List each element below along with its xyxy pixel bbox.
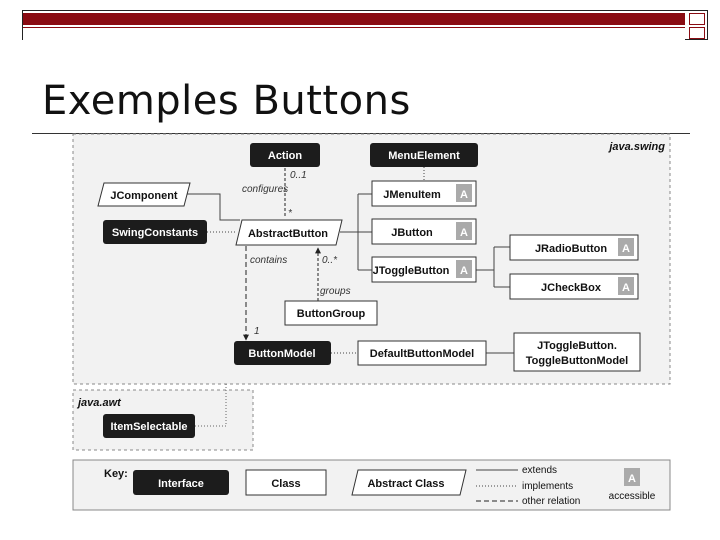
legend-class: Class bbox=[245, 469, 327, 496]
node-jmenuitem-label: JMenuItem bbox=[383, 189, 441, 201]
node-action: Action bbox=[250, 143, 320, 167]
node-jradiobutton-label: JRadioButton bbox=[535, 243, 607, 255]
node-button-group-label: ButtonGroup bbox=[297, 308, 366, 320]
legend-class-label: Class bbox=[271, 478, 300, 490]
legend-other-label: other relation bbox=[522, 496, 580, 507]
node-button-model: ButtonModel bbox=[234, 341, 331, 365]
legend-abstract-class-label: Abstract Class bbox=[367, 478, 444, 490]
node-jtogglebutton: JToggleButton A bbox=[371, 256, 477, 283]
node-default-button-model-label: DefaultButtonModel bbox=[370, 348, 474, 360]
node-toggle-button-model: JToggleButton. ToggleButtonModel bbox=[513, 332, 641, 372]
slide-title: Exemples Buttons bbox=[42, 78, 411, 124]
legend-interface: Interface bbox=[133, 470, 229, 495]
node-jbutton: JButton A bbox=[371, 218, 477, 245]
label-contains: contains bbox=[250, 255, 287, 266]
node-jcomponent-label: JComponent bbox=[110, 190, 178, 202]
label-star: * bbox=[288, 208, 293, 219]
node-jbutton-label: JButton bbox=[391, 227, 433, 239]
legend-title: Key: bbox=[104, 468, 128, 480]
legend-abstract-class: Abstract Class bbox=[351, 469, 467, 496]
legend-extends-label: extends bbox=[522, 465, 557, 476]
awt-package-label: java.awt bbox=[76, 397, 122, 409]
accessible-badge: A bbox=[622, 282, 630, 294]
label-0-1: 0..1 bbox=[290, 170, 307, 181]
header-red-strip bbox=[23, 13, 685, 25]
swing-package-label: java.swing bbox=[607, 141, 665, 153]
label-groups: groups bbox=[320, 286, 351, 297]
node-toggle-button-model-line1: JToggleButton. bbox=[537, 340, 617, 352]
node-swing-constants-label: SwingConstants bbox=[112, 227, 198, 239]
accessible-badge: A bbox=[460, 227, 468, 239]
header-square-bottom bbox=[689, 27, 705, 39]
accessible-badge: A bbox=[460, 189, 468, 201]
node-item-selectable: ItemSelectable bbox=[103, 414, 195, 438]
legend: Key: Interface Class Abstract Class exte… bbox=[72, 459, 671, 511]
accessible-badge: A bbox=[460, 265, 468, 277]
node-jcheckbox-label: JCheckBox bbox=[541, 282, 602, 294]
legend-accessible-badge-bg bbox=[624, 468, 640, 486]
node-menu-element-label: MenuElement bbox=[388, 150, 460, 162]
node-jradiobutton: JRadioButton A bbox=[509, 234, 639, 261]
node-button-group: ButtonGroup bbox=[284, 300, 378, 326]
header-white-strip bbox=[23, 27, 685, 40]
label-one: 1 bbox=[254, 326, 260, 337]
legend-interface-label: Interface bbox=[158, 478, 204, 490]
node-abstract-button: AbstractButton bbox=[235, 219, 343, 246]
node-action-label: Action bbox=[268, 150, 303, 162]
slide-header-bar bbox=[22, 10, 708, 40]
node-menu-element: MenuElement bbox=[370, 143, 478, 167]
node-jcomponent: JComponent bbox=[97, 182, 191, 207]
node-jmenuitem: JMenuItem A bbox=[371, 180, 477, 207]
label-configures: configures bbox=[242, 184, 288, 195]
node-abstract-button-label: AbstractButton bbox=[248, 228, 328, 240]
node-jcheckbox: JCheckBox A bbox=[509, 273, 639, 300]
node-jtogglebutton-label: JToggleButton bbox=[373, 265, 450, 277]
node-swing-constants: SwingConstants bbox=[103, 220, 207, 244]
accessible-badge: A bbox=[622, 243, 630, 255]
node-default-button-model: DefaultButtonModel bbox=[357, 340, 487, 366]
label-0-star: 0..* bbox=[322, 255, 338, 266]
jcomponent-link bbox=[186, 193, 240, 221]
legend-accessible-badge: A bbox=[628, 473, 636, 485]
node-item-selectable-label: ItemSelectable bbox=[110, 421, 187, 433]
node-toggle-button-model-line2: ToggleButtonModel bbox=[526, 355, 628, 367]
itemselectable-link bbox=[195, 384, 227, 427]
legend-implements-label: implements bbox=[522, 481, 573, 492]
node-button-model-label: ButtonModel bbox=[248, 348, 315, 360]
legend-accessible-label: accessible bbox=[609, 491, 656, 502]
header-square-top bbox=[689, 13, 705, 25]
